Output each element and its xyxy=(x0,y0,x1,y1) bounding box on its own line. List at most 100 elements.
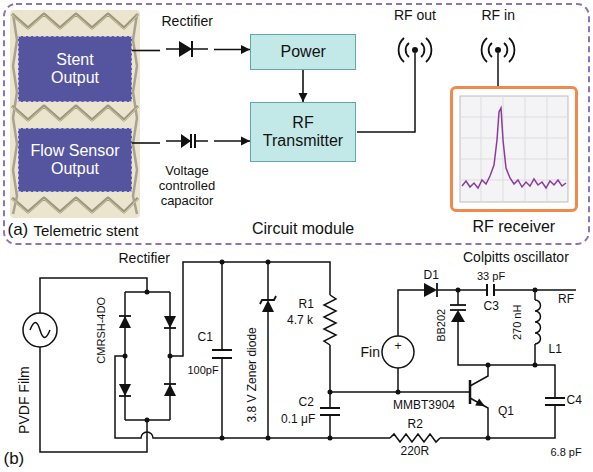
varactor-symbol xyxy=(451,310,465,322)
capacitor-symbol xyxy=(493,284,495,296)
transistor-symbol xyxy=(475,398,485,406)
rectifier-block: Rectifier xyxy=(160,33,214,65)
resistor-symbol xyxy=(324,295,440,442)
junction-dot xyxy=(456,288,461,293)
junction-dot xyxy=(328,436,333,441)
signal-source-symbol xyxy=(382,336,414,368)
rectifier-block-fill xyxy=(160,33,214,65)
resistor-symbol xyxy=(390,434,440,442)
circuit-module-panel: Circuit modulePowerRF Transmitter xyxy=(228,10,378,212)
component-label: C3 xyxy=(484,300,499,314)
bridge-diode xyxy=(119,395,131,397)
varactor-symbol xyxy=(166,134,208,148)
varactor-symbol xyxy=(450,304,466,306)
capacitor-symbol xyxy=(212,349,232,351)
bridge-diode xyxy=(164,383,176,385)
spectrum-screen xyxy=(460,96,568,202)
component-label: C1 xyxy=(198,331,213,345)
connector-line xyxy=(132,142,160,144)
junction-dot xyxy=(123,354,128,359)
node-text: Rectifier xyxy=(119,250,170,266)
varactor-block-fill xyxy=(160,124,214,158)
varactor-block: Voltage controlled capacitor xyxy=(160,124,214,158)
output-box: Flow Sensor Output xyxy=(18,128,132,192)
stent-illustration xyxy=(12,107,138,121)
component-label: L1 xyxy=(549,343,562,357)
source-label: PVDF Film xyxy=(16,366,32,434)
signal-name: RF xyxy=(558,293,574,307)
diode-symbol xyxy=(191,41,193,57)
value-label: 4.7 k xyxy=(287,314,313,328)
varactor-symbol xyxy=(166,140,181,142)
node-text: Stent Output xyxy=(33,51,117,88)
wire xyxy=(267,262,269,438)
antenna-symbol xyxy=(495,47,501,53)
wire xyxy=(40,347,147,452)
panel-tag: (b) xyxy=(4,449,25,469)
bridge-diode xyxy=(164,316,176,328)
component-label: Q1 xyxy=(498,405,514,419)
part-number: MMBT3904 xyxy=(393,399,455,413)
stent-illustration xyxy=(12,198,138,212)
node-text: Colpitts oscillator xyxy=(463,249,569,265)
diode-symbol xyxy=(436,283,438,297)
junction-dot xyxy=(533,363,538,368)
node-text: RF Transmitter xyxy=(255,114,351,151)
value-label: 100pF xyxy=(188,364,219,377)
component-label: D1 xyxy=(424,269,439,283)
junction-dot xyxy=(266,260,271,265)
diode-symbol xyxy=(424,283,437,297)
antenna-label: RF in xyxy=(482,7,515,23)
node-text: Circuit module xyxy=(252,220,354,238)
arrowhead xyxy=(241,45,250,54)
spectrum-screen xyxy=(462,108,566,188)
capacitor-symbol xyxy=(212,357,232,359)
transistor-symbol xyxy=(469,380,472,404)
inductor-symbol xyxy=(535,300,541,344)
component-label: R2 xyxy=(408,418,423,432)
bridge-diode xyxy=(119,316,176,396)
power-box: Power xyxy=(250,34,356,70)
component-label: C4 xyxy=(567,394,582,408)
wire xyxy=(470,365,488,438)
value-label: 33 pF xyxy=(477,270,505,283)
capacitor-symbol xyxy=(212,284,565,415)
ac-source-symbol xyxy=(30,323,50,338)
wire xyxy=(40,262,576,452)
antenna-symbol xyxy=(412,47,418,53)
polarity-mark: + xyxy=(395,340,402,354)
ac-source-symbol xyxy=(23,313,57,347)
wire xyxy=(125,292,170,420)
bridge-diode xyxy=(164,384,176,396)
part-number: BB202 xyxy=(435,308,448,341)
spectrum-screen xyxy=(460,96,568,202)
junction-dot xyxy=(123,260,538,441)
node-text: RF receiver xyxy=(473,218,556,236)
stent-illustration xyxy=(12,14,138,28)
connector xyxy=(132,143,160,144)
ac-source-symbol xyxy=(23,313,57,347)
varactor-symbol xyxy=(181,134,191,148)
junction-dot xyxy=(220,260,225,265)
wire xyxy=(440,322,555,438)
node-text: Voltage controlled capacitor xyxy=(148,164,226,209)
junction-dot xyxy=(145,290,150,295)
value-label: 220R xyxy=(401,445,430,459)
capacitor-symbol xyxy=(320,414,340,416)
zener-diode-symbol xyxy=(260,296,276,312)
node-text: Flow Sensor Output xyxy=(23,142,127,179)
signal-source-symbol xyxy=(382,336,414,368)
stent-illustration xyxy=(12,15,138,29)
output-box: Stent Output xyxy=(18,36,132,102)
connector xyxy=(214,137,250,146)
arrowhead xyxy=(299,93,308,102)
stent-illustration xyxy=(12,106,138,120)
panel-tag: (a) xyxy=(8,220,29,240)
source-label: Fin xyxy=(361,344,380,360)
caption-text: Telemetric stent xyxy=(34,222,139,239)
stent-illustration xyxy=(13,14,17,214)
arrowhead xyxy=(241,137,250,146)
node-text: CMRSH-4DO xyxy=(94,297,107,364)
transistor-symbol xyxy=(470,380,485,406)
bridge-diode xyxy=(119,315,131,317)
